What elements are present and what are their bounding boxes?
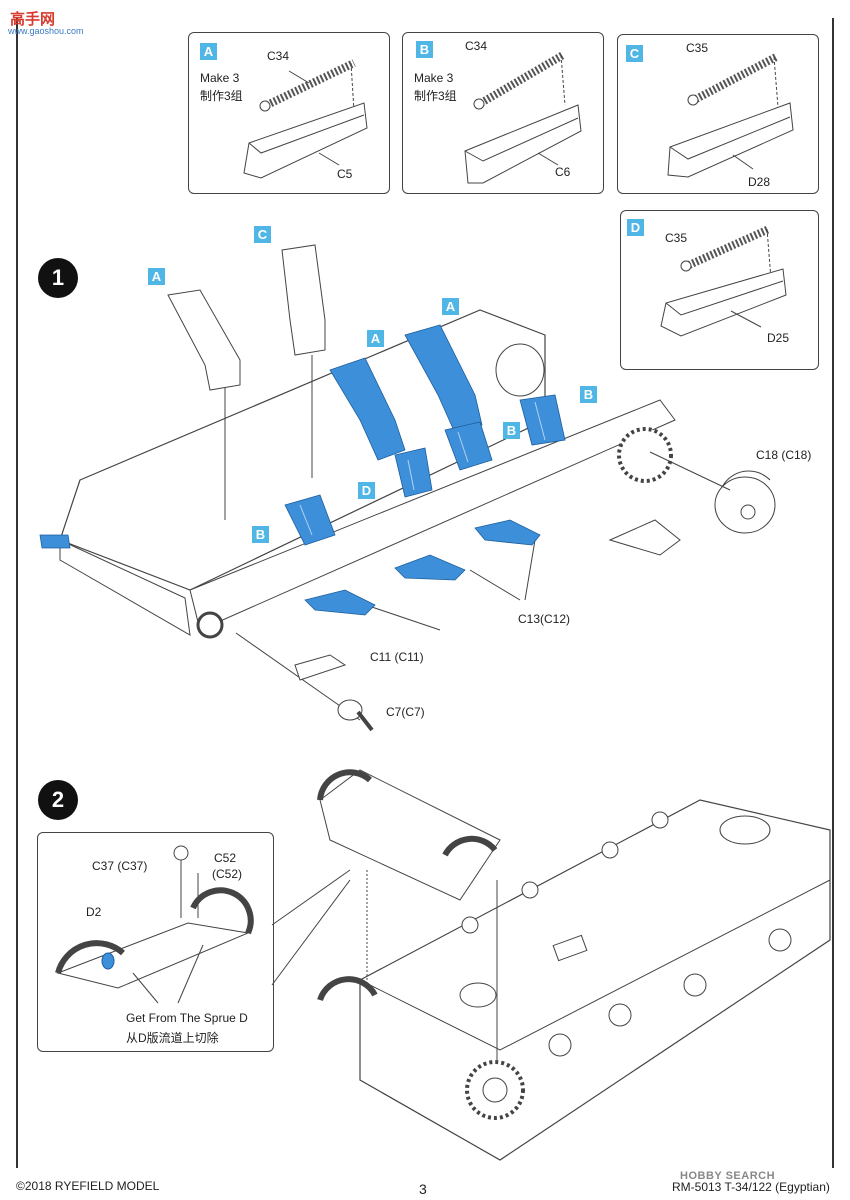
- label-c18: C18 (C18): [756, 448, 812, 462]
- part-label-spring: C35: [665, 231, 688, 245]
- tag-a-right: A: [442, 298, 459, 315]
- watermark-logo: 高手网: [10, 11, 56, 28]
- part-label-base: C6: [555, 165, 571, 179]
- subassembly-a-box: A C34 Make 3 制作3组 C5: [188, 32, 390, 194]
- label-c37: C37 (C37): [92, 859, 148, 873]
- make-count: Make 3: [200, 71, 240, 85]
- sprue-note: Get From The Sprue D: [126, 1011, 248, 1025]
- part-label-base: D25: [767, 331, 790, 345]
- part-label-base: D28: [748, 175, 771, 189]
- copyright: ©2018 RYEFIELD MODEL: [16, 1179, 160, 1193]
- spring-base-drawing: [464, 51, 582, 184]
- tag-c: C: [626, 45, 643, 62]
- make-count: Make 3: [414, 71, 454, 85]
- sprue-note-cn: 从D版流道上切除: [126, 1031, 219, 1045]
- step-2-marker: 2: [38, 780, 78, 820]
- tag-d-mid: D: [358, 482, 375, 499]
- label-c52-alt: (C52): [212, 867, 243, 881]
- subassembly-b-box: B C34 Make 3 制作3组 C6: [402, 32, 604, 194]
- watermark-url: www.gaoshou.com: [8, 26, 84, 36]
- tag-a-left: A: [148, 268, 165, 285]
- tag-c-top: C: [254, 226, 271, 243]
- step-1-marker: 1: [38, 258, 78, 298]
- tag-b: B: [416, 41, 433, 58]
- part-label-spring: C34: [267, 49, 290, 63]
- subassembly-d-box: D C35 D25: [620, 210, 819, 370]
- page-number: 3: [419, 1181, 427, 1197]
- spring-base-drawing: [243, 59, 368, 179]
- left-border: [16, 18, 18, 1168]
- tag-b-right: B: [580, 386, 597, 403]
- right-border: [832, 18, 834, 1168]
- hobby-search-watermark: HOBBY SEARCH: [680, 1170, 776, 1182]
- tag-a: A: [200, 43, 217, 60]
- fender-drawing: [55, 845, 254, 1004]
- subassembly-c-box: C C35 D28: [617, 34, 819, 194]
- label-c13: C13(C12): [518, 612, 571, 626]
- label-c11: C11 (C11): [370, 650, 424, 664]
- spring-base-drawing: [660, 225, 787, 337]
- tag-b-left: B: [252, 526, 269, 543]
- model-number: RM-5013 T-34/122 (Egyptian): [672, 1180, 830, 1194]
- label-d2: D2: [86, 905, 102, 919]
- label-c7: C7(C7): [386, 705, 425, 719]
- fender-detail-inset: C37 (C37) C52 (C52) D2 Get From The Spru…: [37, 832, 274, 1052]
- part-label-spring: C35: [686, 41, 709, 55]
- part-label-spring: C34: [465, 39, 488, 53]
- make-count-cn: 制作3组: [200, 89, 243, 103]
- tag-d: D: [627, 219, 644, 236]
- label-c52: C52: [214, 851, 237, 865]
- tag-b-mid: B: [503, 422, 520, 439]
- tag-a-mid: A: [367, 330, 384, 347]
- step-1-hull-drawing: [39, 244, 776, 732]
- make-count-cn: 制作3组: [414, 89, 457, 103]
- spring-base-drawing: [667, 53, 794, 178]
- part-label-base: C5: [337, 167, 353, 181]
